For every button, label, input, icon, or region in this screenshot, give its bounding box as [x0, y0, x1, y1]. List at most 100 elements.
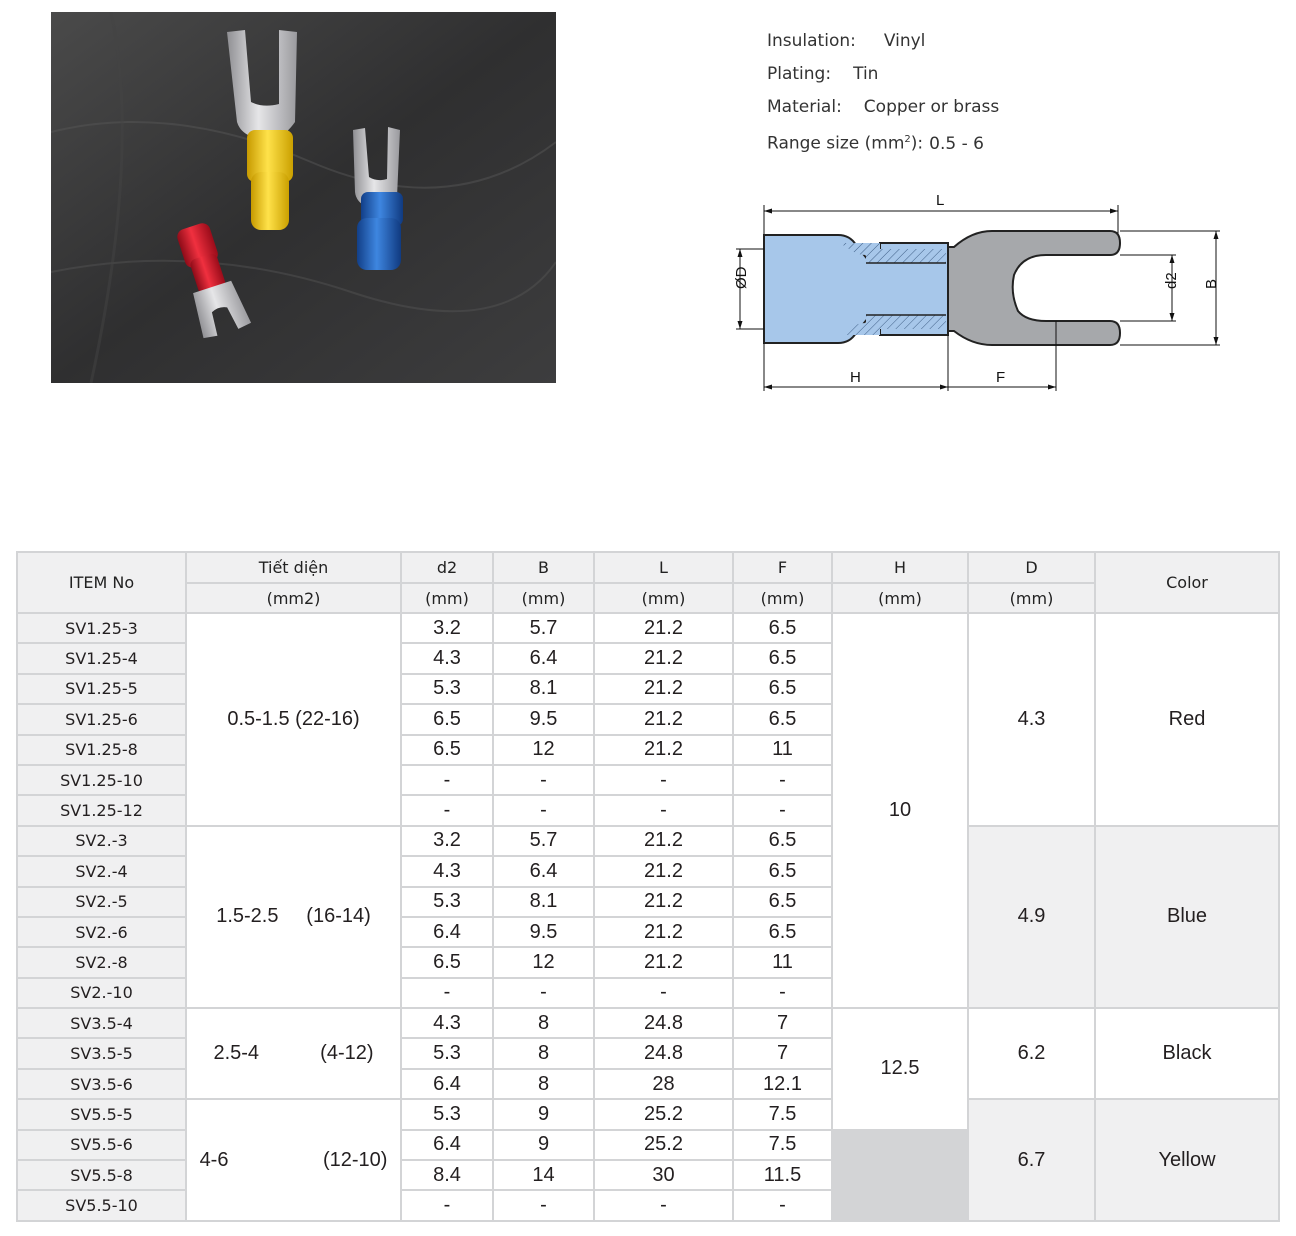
spec-range: Range size (mm2):0.5 - 6 [767, 127, 999, 160]
specs-panel: Insulation:Vinyl Plating:Tin Material:Co… [767, 28, 999, 160]
table-row: SV3.5-5 5.3 8 24.8 7 [18, 1039, 1278, 1068]
B-cell: 12 [494, 948, 593, 977]
header-item: ITEM No [18, 553, 185, 612]
item-no: SV5.5-8 [18, 1161, 185, 1190]
F-cell: 6.5 [734, 614, 831, 643]
d2-cell: 4.3 [402, 857, 492, 886]
section-cell: 1.5-2.5 (16-14) [187, 826, 400, 1008]
D-cell: 4.3 [969, 614, 1094, 825]
L-cell: 30 [595, 1161, 732, 1190]
F-cell: 11 [734, 948, 831, 977]
d2-cell: 6.5 [402, 948, 492, 977]
item-no: SV2.-5 [18, 887, 185, 916]
d2-cell: - [402, 1191, 492, 1220]
header-B: B [494, 553, 593, 582]
B-cell: 9 [494, 1100, 593, 1129]
header-H: H [833, 553, 967, 582]
item-no: SV2.-6 [18, 917, 185, 947]
d2-cell: 6.4 [402, 917, 492, 947]
item-no: SV2.-4 [18, 857, 185, 886]
section-awg: (16-14) [306, 905, 371, 928]
table-row: SV1.25-5 5.3 8.1 21.2 6.5 [18, 674, 1278, 704]
d2-cell: 3.2 [402, 826, 492, 856]
item-no: SV3.5-4 [18, 1009, 185, 1038]
B-cell: 6.4 [494, 644, 593, 673]
table-row: SV2.-3 1.5-2.5 (16-14) 3.2 5.7 21.2 6.5 … [18, 826, 1278, 1008]
B-cell: - [494, 978, 593, 1008]
F-cell: 11.5 [734, 1161, 831, 1190]
color-cell: Blue [1096, 826, 1278, 1008]
L-cell: 21.2 [595, 614, 732, 643]
B-cell: 12 [494, 735, 593, 764]
table-row: SV2.-6 6.4 9.5 21.2 6.5 [18, 917, 1278, 947]
H-cell: 10 [833, 614, 967, 1008]
header-unit: (mm) [402, 584, 492, 612]
table-row: SV1.25-12 - - - - [18, 796, 1278, 825]
F-cell: - [734, 765, 831, 795]
d2-cell: 6.4 [402, 1130, 492, 1160]
L-cell: - [595, 796, 732, 825]
F-cell: 6.5 [734, 887, 831, 916]
d2-cell: 3.2 [402, 614, 492, 643]
section-range: 4-6 [199, 1148, 229, 1171]
table-row: SV5.5-10 - - - - [18, 1191, 1278, 1220]
B-cell: 8.1 [494, 674, 593, 704]
F-cell: 7.5 [734, 1100, 831, 1129]
F-cell: - [734, 978, 831, 1008]
B-cell: 6.4 [494, 857, 593, 886]
d2-cell: - [402, 978, 492, 1008]
dim-B: B [1203, 279, 1220, 289]
d2-cell: 8.4 [402, 1161, 492, 1190]
item-no: SV1.25-10 [18, 765, 185, 795]
header-color: Color [1096, 553, 1278, 612]
section-range: 1.5-2.5 [216, 905, 279, 928]
L-cell: 21.2 [595, 857, 732, 886]
dim-d2: d2 [1163, 272, 1180, 289]
table-row: SV2.-10 - - - - [18, 978, 1278, 1008]
F-cell: 11 [734, 735, 831, 764]
L-cell: 21.2 [595, 735, 732, 764]
B-cell: 14 [494, 1161, 593, 1190]
item-no: SV1.25-5 [18, 674, 185, 704]
section-awg: (4-12) [320, 1042, 374, 1065]
spec-label: Insulation: [767, 31, 856, 51]
spec-value: Vinyl [883, 31, 926, 51]
color-cell: Black [1096, 1009, 1278, 1099]
item-no: SV3.5-6 [18, 1069, 185, 1099]
L-cell: 21.2 [595, 705, 732, 734]
color-cell: Red [1096, 614, 1278, 825]
header-section: Tiết diện [187, 553, 400, 582]
d2-cell: 5.3 [402, 1100, 492, 1129]
table-row: SV1.25-4 4.3 6.4 21.2 6.5 [18, 644, 1278, 673]
header-section-unit: (mm2) [187, 584, 400, 612]
item-no: SV2.-10 [18, 978, 185, 1008]
d2-cell: 5.3 [402, 887, 492, 916]
d2-cell: 4.3 [402, 644, 492, 673]
section-awg: (12-10) [322, 1148, 388, 1171]
table-row: SV2.-8 6.5 12 21.2 11 [18, 948, 1278, 977]
dim-L: L [936, 192, 944, 209]
header-unit: (mm) [494, 584, 593, 612]
B-cell: - [494, 765, 593, 795]
F-cell: 7 [734, 1039, 831, 1068]
B-cell: 8 [494, 1069, 593, 1099]
F-cell: 6.5 [734, 674, 831, 704]
table-row: SV5.5-5 4-6 (12-10) 5.3 9 25.2 7.5 6.7 Y… [18, 1100, 1278, 1220]
section-cell: 2.5-4 (4-12) [187, 1009, 400, 1099]
d2-cell: - [402, 765, 492, 795]
L-cell: 24.8 [595, 1039, 732, 1068]
item-no: SV1.25-4 [18, 644, 185, 673]
spec-value: Tin [853, 64, 879, 84]
header-unit: (mm) [734, 584, 831, 612]
L-cell: 21.2 [595, 948, 732, 977]
L-cell: 21.2 [595, 674, 732, 704]
L-cell: 21.2 [595, 887, 732, 916]
spec-table: ITEM No Tiết diện d2 B L F H D Color (mm… [16, 551, 1280, 1222]
table-row: SV3.5-4 2.5-4 (4-12) 4.3 8 24.8 7 12.5 6… [18, 1009, 1278, 1129]
item-no: SV1.25-3 [18, 614, 185, 643]
item-no: SV5.5-5 [18, 1100, 185, 1129]
item-no: SV1.25-8 [18, 735, 185, 764]
L-cell: 21.2 [595, 644, 732, 673]
table-row: SV1.25-3 0.5-1.5 (22-16) 3.2 5.7 21.2 6.… [18, 614, 1278, 1008]
B-cell: - [494, 1191, 593, 1220]
